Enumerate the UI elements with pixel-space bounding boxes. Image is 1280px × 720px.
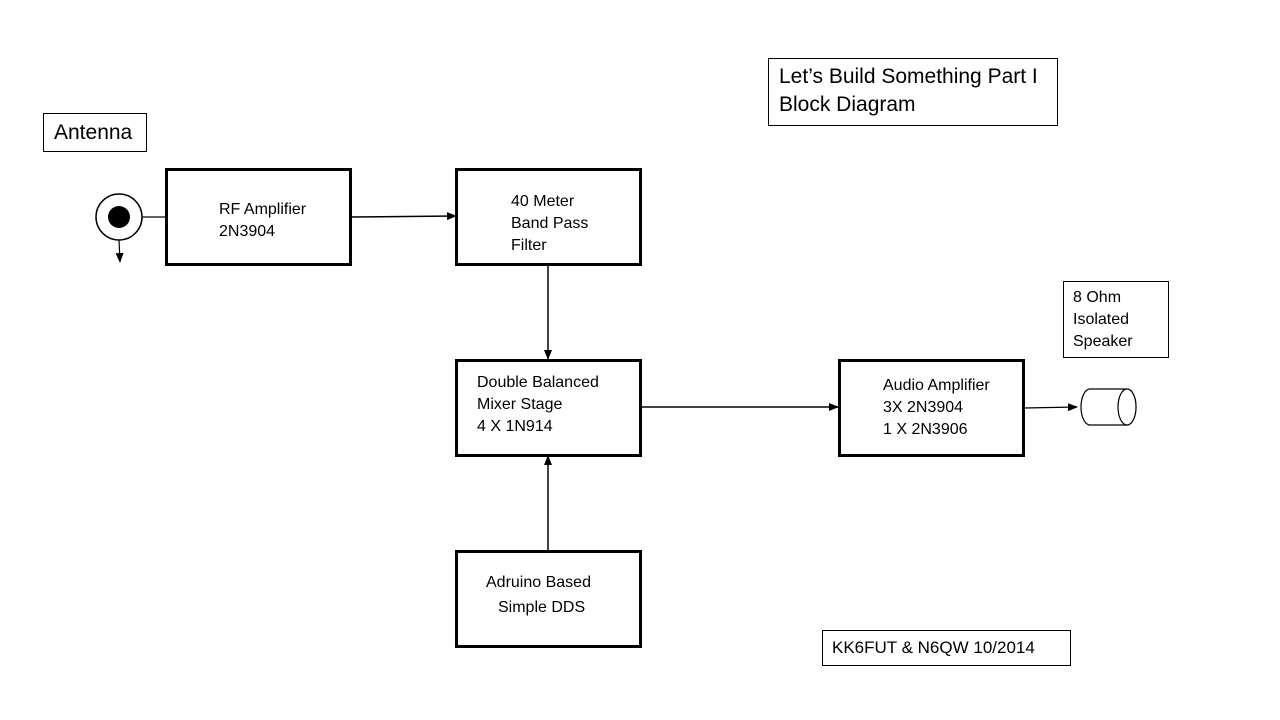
mixer-block: Double Balanced Mixer Stage 4 X 1N914 [455,359,642,457]
rf-amplifier-line-1: RF Amplifier [219,201,307,218]
mixer-line-2: Mixer Stage [477,396,563,413]
audio-amplifier-line-2: 3X 2N3904 [883,399,964,416]
rf-amplifier-line-2: 2N3904 [219,223,276,240]
antenna-connector-icon [95,193,167,263]
title-line-1: Let’s Build Something Part I [779,65,1038,88]
mixer-line-1: Double Balanced [477,374,599,391]
speaker-label-line-3: Speaker [1073,333,1133,350]
audio-amplifier-block: Audio Amplifier 3X 2N3904 1 X 2N3906 [838,359,1025,457]
arrow-rf-to-bpf [350,212,457,221]
bpf-line-3: Filter [511,237,547,254]
bpf-line-1: 40 Meter [511,193,575,210]
arrow-audio-to-speaker [1023,403,1078,412]
diagram-title: Let’s Build Something Part I Block Diagr… [768,58,1058,126]
credit-label: KK6FUT & N6QW 10/2014 [822,630,1071,666]
credit-text: KK6FUT & N6QW 10/2014 [832,638,1035,657]
audio-amplifier-line-1: Audio Amplifier [883,377,990,394]
dds-line-2: Simple DDS [498,599,586,616]
speaker-label-line-2: Isolated [1073,311,1130,328]
mixer-line-3: 4 X 1N914 [477,418,553,435]
rf-amplifier-block: RF Amplifier 2N3904 [165,168,352,266]
speaker-label: 8 Ohm Isolated Speaker [1063,281,1169,358]
antenna-label: Antenna [43,113,147,152]
audio-amplifier-line-3: 1 X 2N3906 [883,421,968,438]
dds-block: Adruino Based Simple DDS [455,550,642,648]
title-line-2: Block Diagram [779,93,916,116]
speaker-icon [1080,388,1137,426]
bpf-line-2: Band Pass [511,215,589,232]
antenna-label-text: Antenna [54,121,133,144]
dds-line-1: Adruino Based [486,574,591,591]
band-pass-filter-block: 40 Meter Band Pass Filter [455,168,642,266]
speaker-label-line-1: 8 Ohm [1073,289,1122,306]
